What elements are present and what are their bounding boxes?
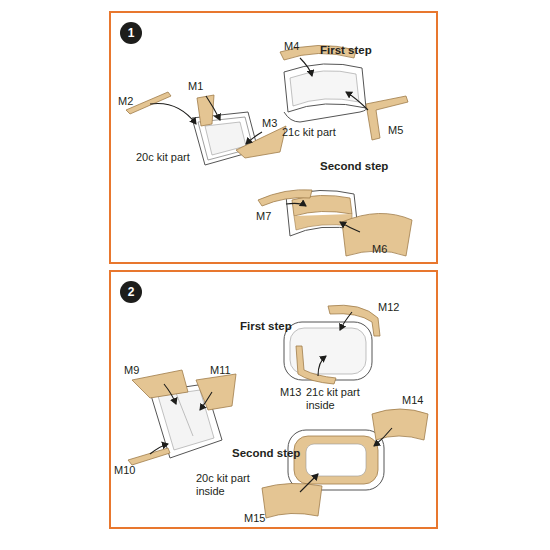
assembly-arrows bbox=[150, 58, 392, 492]
part-number: M4 bbox=[284, 40, 299, 53]
part-number: M5 bbox=[388, 124, 403, 137]
part-number: M2 bbox=[118, 95, 133, 108]
part-number: M11 bbox=[210, 364, 231, 377]
part-number: M9 bbox=[124, 364, 139, 377]
step-heading: Second step bbox=[320, 160, 388, 173]
kit-part-note: 20c kit part bbox=[136, 151, 190, 164]
kit-part-note: 21c kit part inside bbox=[306, 386, 372, 412]
kit-part-note: 21c kit part bbox=[282, 126, 336, 139]
step-heading: First step bbox=[240, 320, 292, 333]
part-number: M10 bbox=[114, 464, 135, 477]
step-heading: Second step bbox=[232, 447, 300, 460]
step-number: 1 bbox=[128, 27, 135, 39]
step-number: 2 bbox=[128, 286, 135, 298]
part-number: M1 bbox=[188, 80, 203, 93]
part-number: M6 bbox=[372, 243, 387, 256]
kit-part-note: 20c kit part inside bbox=[196, 472, 262, 498]
part-number: M3 bbox=[262, 117, 277, 130]
step-panel bbox=[110, 271, 437, 528]
kit-drawings bbox=[126, 45, 428, 518]
step-number-circle: 1 bbox=[120, 22, 142, 44]
part-number: M12 bbox=[378, 301, 399, 314]
step-number-circle: 2 bbox=[120, 281, 142, 303]
part-number: M7 bbox=[256, 210, 271, 223]
part-number: M13 bbox=[280, 386, 301, 399]
part-number: M14 bbox=[402, 394, 423, 407]
step-panel bbox=[110, 12, 437, 263]
step-heading: First step bbox=[320, 44, 372, 57]
part-number: M15 bbox=[244, 512, 265, 525]
